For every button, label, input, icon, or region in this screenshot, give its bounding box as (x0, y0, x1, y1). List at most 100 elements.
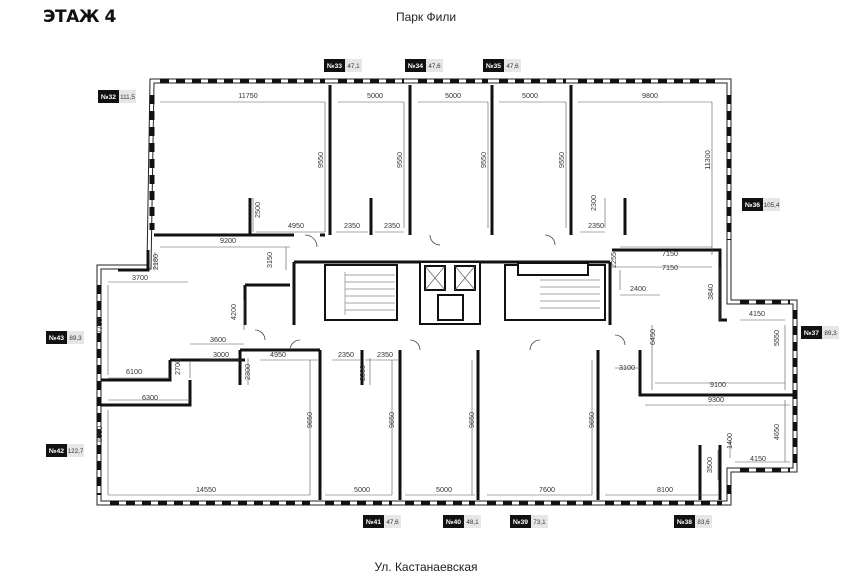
unit-area: 47,6 (428, 63, 441, 70)
dimension-label: 2350 (377, 350, 393, 359)
dimension-label: 5000 (436, 485, 452, 494)
dimension-label: 5000 (367, 91, 383, 100)
dimension-label: 9650 (587, 412, 596, 428)
unit-area-box (67, 331, 84, 344)
unit-area-box (695, 515, 712, 528)
dimension-label: 9650 (305, 412, 314, 428)
dimension-label: 3000 (213, 350, 229, 359)
dimension-label: 4200 (229, 304, 238, 320)
unit-area-box (504, 59, 521, 72)
dimension-label: 9550 (395, 152, 404, 168)
dimension-label: 9550 (479, 152, 488, 168)
unit-number-box (363, 515, 384, 528)
unit-area: 105,4 (764, 202, 780, 209)
unit-area: 111,5 (120, 94, 135, 101)
dimension-label: 2350 (384, 221, 400, 230)
unit-area-box (822, 326, 839, 339)
unit-area-box (763, 198, 780, 211)
dimension-label: 2300 (589, 195, 598, 211)
unit-number: №32 (101, 94, 116, 101)
unit-area: 47,6 (386, 519, 399, 526)
dimension-label: 4150 (750, 454, 766, 463)
unit-tag[interactable]: №38 83,6 (674, 515, 712, 528)
unit-tag[interactable]: №33 47,1 (324, 59, 362, 72)
unit-area: 122,7 (68, 448, 84, 455)
unit-area: 47,1 (347, 63, 360, 70)
unit-area-box (119, 90, 136, 103)
elevator-core (419, 261, 481, 325)
dimension-label: 6300 (142, 393, 158, 402)
dimension-label: 2350 (338, 350, 354, 359)
unit-number-box (46, 331, 67, 344)
dimension-label: 3600 (210, 335, 226, 344)
unit-number-box (46, 444, 67, 457)
dimension-label: 7150 (662, 249, 678, 258)
street-label-top: Парк Фили (395, 10, 457, 24)
dimension-label: 9650 (467, 412, 476, 428)
floor-title: ЭТАЖ 4 (43, 7, 116, 27)
unit-area-box (345, 59, 362, 72)
unit-number: №38 (677, 519, 692, 526)
unit-number: №43 (49, 335, 64, 342)
dimension-label: 3700 (132, 273, 148, 282)
dimension-label: 2700 (173, 359, 182, 375)
dimension-label: 9100 (710, 380, 726, 389)
dimension-label: 11750 (238, 91, 257, 100)
dimension-lines (107, 101, 790, 496)
dimension-label: 2350 (344, 221, 360, 230)
dimension-label: 5550 (772, 330, 781, 346)
unit-tag[interactable]: №32 111,5 (98, 90, 136, 103)
dimension-label: 2500 (253, 202, 262, 218)
window-bands (96, 78, 798, 506)
dimension-label: 7600 (539, 485, 555, 494)
stair-core-right (504, 262, 606, 321)
unit-number-box (742, 198, 763, 211)
doors (254, 234, 626, 351)
unit-number: №33 (327, 63, 342, 70)
dimension-label: 4650 (772, 424, 781, 440)
dimension-label: 3840 (706, 284, 715, 300)
unit-number: №37 (804, 330, 819, 337)
dimension-label: 2180 (151, 254, 160, 270)
unit-number-box (443, 515, 464, 528)
unit-number-box (98, 90, 119, 103)
unit-area: 83,6 (697, 519, 710, 526)
dimension-label: 5000 (445, 91, 461, 100)
unit-number: №39 (513, 519, 528, 526)
dimension-label: 6100 (126, 367, 142, 376)
street-label-bottom: Ул. Кастанаевская (374, 560, 478, 574)
unit-number-box (801, 326, 822, 339)
dimension-label: 9550 (557, 152, 566, 168)
dimension-label: 7150 (662, 263, 678, 272)
dimension-label: 8100 (657, 485, 673, 494)
dimension-label: 9650 (387, 412, 396, 428)
unit-number-box (674, 515, 695, 528)
dimension-label: 5000 (354, 485, 370, 494)
unit-area-box (67, 444, 84, 457)
dimension-label: 2400 (630, 284, 646, 293)
dimension-label: 2300 (243, 364, 252, 380)
dimension-label: 6950 (95, 426, 104, 442)
dimension-label: 4150 (749, 309, 765, 318)
dimension-label: 9800 (642, 91, 658, 100)
unit-area: 89,3 (69, 335, 82, 342)
unit-tag[interactable]: №43 89,3 (46, 331, 84, 344)
stair-core-left (324, 264, 398, 321)
unit-number-box (324, 59, 345, 72)
dimension-label: 9300 (708, 395, 724, 404)
unit-number: №40 (446, 519, 461, 526)
dimension-label: 5000 (522, 91, 538, 100)
dimension-label: 2300 (358, 365, 367, 381)
unit-area-box (426, 59, 443, 72)
